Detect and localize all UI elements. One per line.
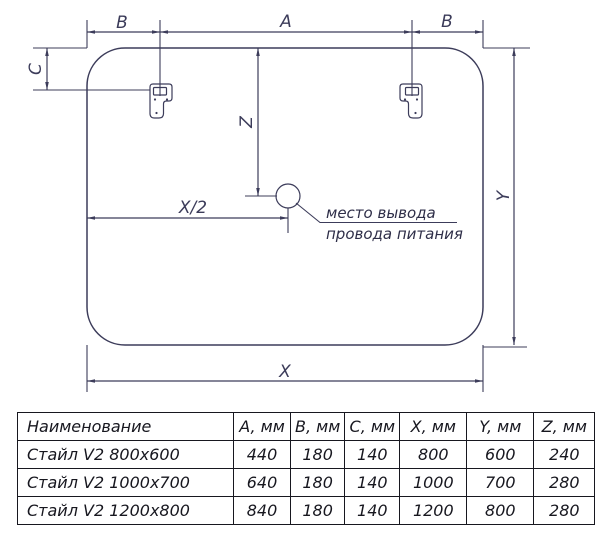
product-name-cell: Стайл V2 800x600 xyxy=(17,440,234,469)
dimension-value-cell: 280 xyxy=(533,468,596,497)
dim-label-a: A xyxy=(279,12,292,32)
dim-label-y: Y xyxy=(494,189,514,201)
dimension-value-cell: 1200 xyxy=(399,496,468,525)
dimension-value-cell: 640 xyxy=(233,468,291,497)
column-header: Y, мм xyxy=(466,412,535,441)
dimension-value-cell: 140 xyxy=(344,496,401,525)
power-wire-outlet-circle xyxy=(275,183,301,209)
mounting-bracket-left-icon xyxy=(149,83,173,119)
product-name-cell: Стайл V2 1200x800 xyxy=(17,496,234,525)
dimension-lines xyxy=(46,31,515,382)
dimension-value-cell: 140 xyxy=(344,440,401,469)
dimension-value-cell: 800 xyxy=(399,440,468,469)
dim-label-x: X xyxy=(278,362,291,382)
mounting-bracket-right-icon xyxy=(399,83,423,119)
dimension-value-cell: 700 xyxy=(466,468,535,497)
dim-label-z: Z xyxy=(237,116,257,129)
dimension-value-cell: 800 xyxy=(466,496,535,525)
dim-label-b-right: B xyxy=(441,12,453,32)
dimension-value-cell: 280 xyxy=(533,496,596,525)
column-header: C, мм xyxy=(344,412,401,441)
column-header: A, мм xyxy=(233,412,291,441)
dim-label-c: C xyxy=(26,63,46,75)
dimension-value-cell: 180 xyxy=(289,468,346,497)
mirror-panel-outline xyxy=(86,47,484,346)
dimension-value-cell: 440 xyxy=(233,440,291,469)
dimension-value-cell: 600 xyxy=(466,440,535,469)
annotation-line1: место вывода xyxy=(326,204,436,222)
dimension-value-cell: 840 xyxy=(233,496,291,525)
column-header: Z, мм xyxy=(533,412,596,441)
dimension-value-cell: 240 xyxy=(533,440,596,469)
column-header: B, мм xyxy=(289,412,346,441)
annotation-line2: провода питания xyxy=(326,225,463,243)
dimension-arrows xyxy=(45,30,516,383)
column-header: X, мм xyxy=(399,412,468,441)
extension-lines xyxy=(33,20,530,392)
dimension-value-cell: 140 xyxy=(344,468,401,497)
dimension-value-cell: 180 xyxy=(289,496,346,525)
leader-line xyxy=(295,202,457,224)
dim-label-b-left: B xyxy=(116,13,128,33)
column-header: Наименование xyxy=(17,412,234,441)
product-name-cell: Стайл V2 1000x700 xyxy=(17,468,234,497)
dimension-value-cell: 180 xyxy=(289,440,346,469)
mirror-dimension-diagram: B A B C Z X/2 Y X место вывода провода п… xyxy=(26,12,530,392)
dimension-value-cell: 1000 xyxy=(399,468,468,497)
dim-label-x-half: X/2 xyxy=(178,198,207,218)
